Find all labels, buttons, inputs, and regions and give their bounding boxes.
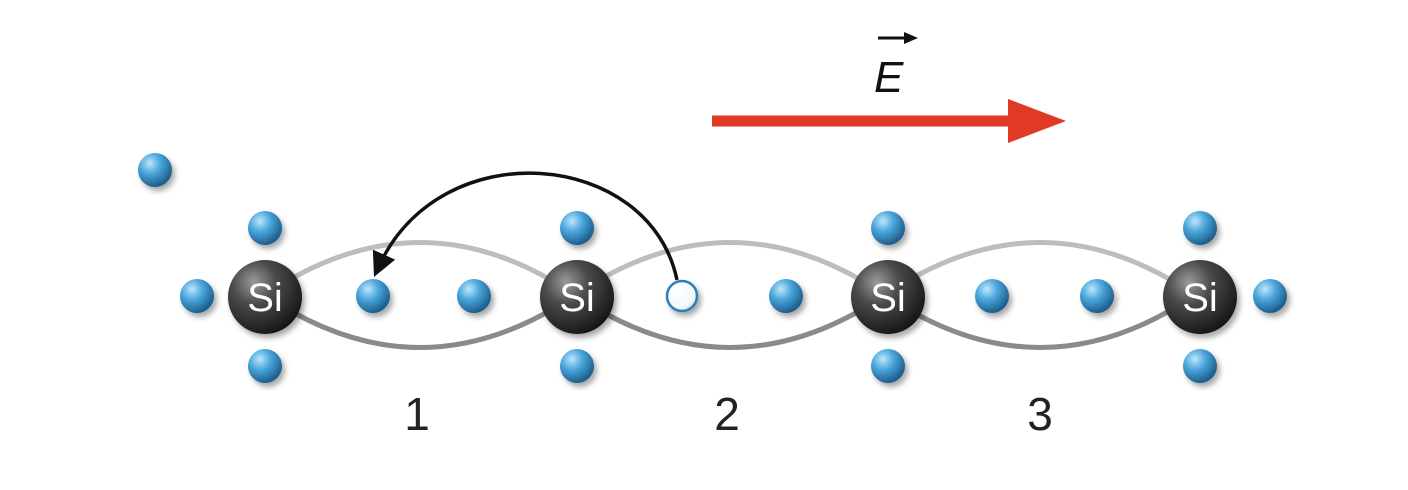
electron [769, 279, 803, 313]
electron [1080, 279, 1114, 313]
bond-1 [263, 240, 577, 350]
electron [457, 279, 491, 313]
electron [975, 279, 1009, 313]
electron [871, 349, 905, 383]
covalent-bonds [263, 240, 1197, 350]
bond-3 [883, 240, 1197, 350]
electron [871, 211, 905, 245]
silicon-atom: Si [851, 260, 925, 334]
bond-numbers: 1 2 3 [404, 388, 1053, 440]
vector-arrow-icon [878, 32, 918, 44]
silicon-atom-label: Si [870, 276, 906, 320]
electric-field-arrow [712, 99, 1066, 143]
silicon-atom: Si [1163, 260, 1237, 334]
bond-number-3: 3 [1027, 388, 1053, 440]
electrons [138, 153, 1287, 383]
free-electron [138, 153, 172, 187]
electron [1253, 279, 1287, 313]
silicon-atom-label: Si [1182, 276, 1218, 320]
electron [248, 211, 282, 245]
hole [665, 279, 699, 313]
silicon-atom-label: Si [559, 276, 595, 320]
silicon-atom: Si [540, 260, 614, 334]
electron [180, 279, 214, 313]
bond-number-2: 2 [714, 388, 740, 440]
field-label: E [874, 32, 918, 102]
silicon-atom: Si [228, 260, 302, 334]
electron [248, 349, 282, 383]
electron [356, 279, 390, 313]
electron [1183, 211, 1217, 245]
electron [560, 211, 594, 245]
electron [560, 349, 594, 383]
field-label-text: E [874, 53, 904, 102]
electron-hop-arrow [372, 171, 679, 281]
bond-number-1: 1 [404, 388, 430, 440]
bond-2 [573, 240, 887, 350]
silicon-atom-label: Si [247, 276, 283, 320]
electron [1183, 349, 1217, 383]
silicon-atoms: Si Si Si Si [228, 260, 1237, 334]
